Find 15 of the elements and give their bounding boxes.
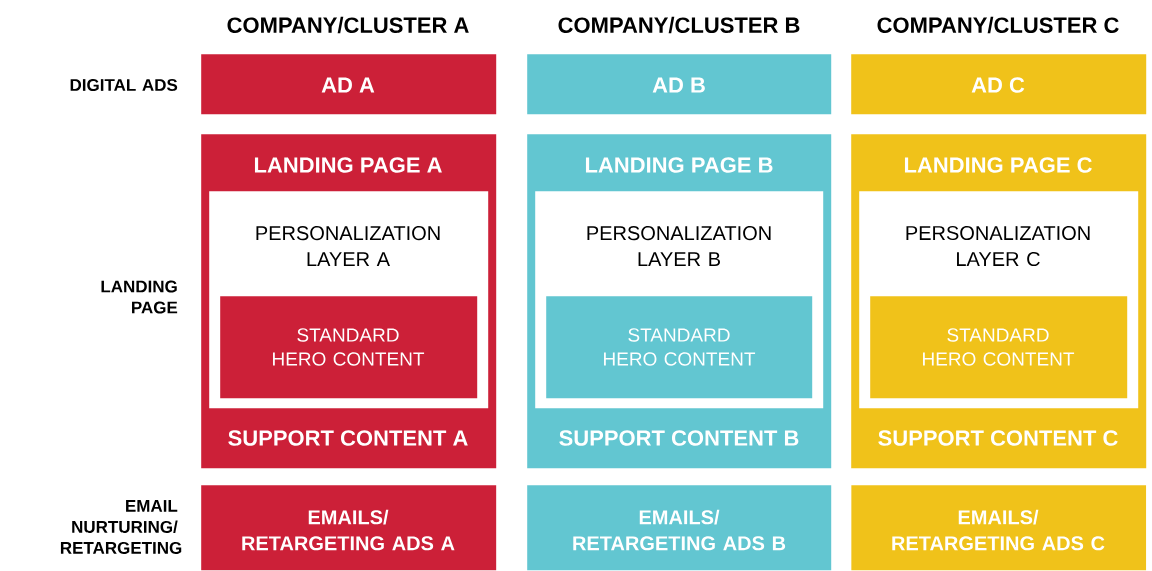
- hero-content-box: STANDARD HERO CONTENT: [546, 296, 813, 399]
- row-label: EMAIL NURTURING/ RETARGETING: [60, 500, 182, 554]
- column-header: COMPANY/CLUSTER A: [227, 16, 469, 34]
- ad-box: AD A: [201, 54, 497, 115]
- row-label: LANDING PAGE: [101, 280, 178, 314]
- hero-content-box: STANDARD HERO CONTENT: [870, 296, 1128, 399]
- row-label: DIGITAL ADS: [70, 79, 178, 91]
- email-box: EMAILS/ RETARGETING ADS B: [527, 485, 832, 571]
- hero-content-box: STANDARD HERO CONTENT: [220, 296, 478, 399]
- column-header: COMPANY/CLUSTER B: [558, 16, 800, 34]
- ad-box: AD C: [851, 54, 1147, 115]
- ad-box: AD B: [527, 54, 832, 115]
- email-box: EMAILS/ RETARGETING ADS A: [201, 485, 497, 571]
- email-box: EMAILS/ RETARGETING ADS C: [851, 485, 1147, 571]
- column-header: COMPANY/CLUSTER C: [877, 16, 1119, 34]
